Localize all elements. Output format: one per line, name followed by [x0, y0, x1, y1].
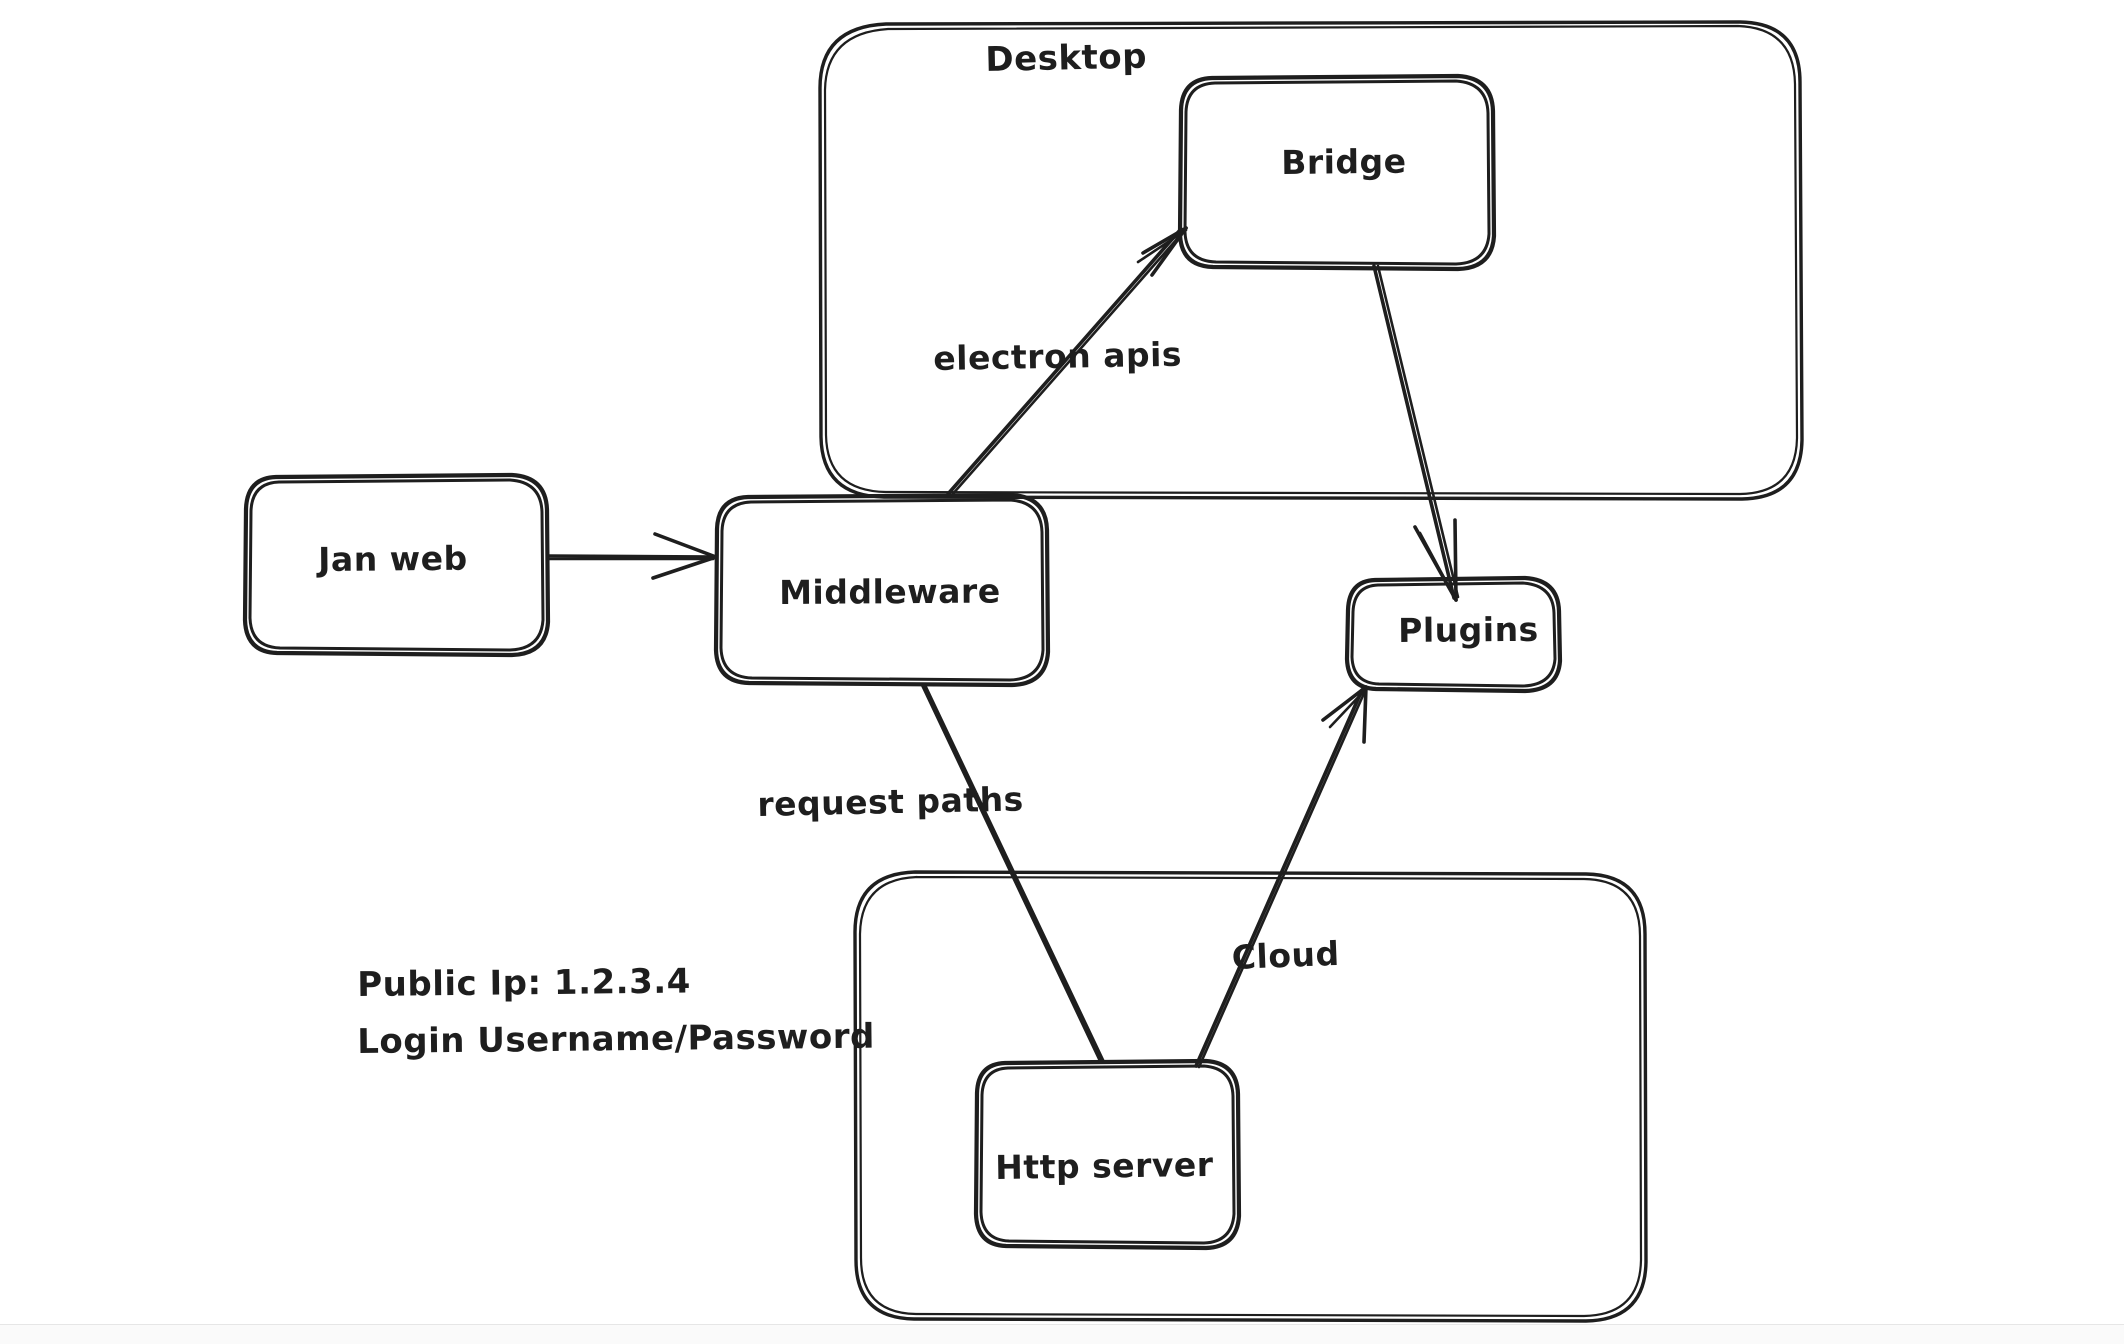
edge-http-server-to-plugins[interactable] [1194, 685, 1368, 1069]
node-http-server-shape[interactable] [973, 1058, 1242, 1251]
group-label-desktop: Desktop [985, 36, 1148, 80]
node-label-bridge: Bridge [1281, 141, 1407, 182]
edge-label-cloud: Cloud [1231, 933, 1341, 977]
group-desktop-shape[interactable] [818, 20, 1804, 501]
node-label-jan-web: Jan web [318, 538, 468, 579]
edge-jan-web-to-middleware[interactable] [546, 532, 718, 580]
node-bridge-shape[interactable] [1177, 73, 1497, 272]
node-jan-web-shape[interactable] [242, 472, 551, 658]
edge-label-request-paths: request paths [757, 779, 1025, 824]
edge-bridge-to-plugins[interactable] [1372, 264, 1460, 602]
node-plugins-shape[interactable] [1344, 575, 1563, 694]
node-label-plugins: Plugins [1398, 609, 1539, 650]
edge-middleware-to-http-server[interactable] [921, 684, 1106, 1064]
node-label-http-server: Http server [995, 1144, 1214, 1187]
note-login-credentials: Login Username/Password [357, 1016, 876, 1062]
node-label-middleware: Middleware [779, 571, 1001, 612]
node-middleware-shape[interactable] [713, 492, 1051, 688]
group-cloud-shape[interactable] [853, 870, 1648, 1323]
note-public-ip: Public Ip: 1.2.3.4 [357, 961, 692, 1005]
page-bottom-edge [0, 1324, 2124, 1344]
edge-middleware-to-bridge[interactable] [946, 226, 1188, 498]
edge-label-electron-apis: electron apis [933, 334, 1183, 378]
